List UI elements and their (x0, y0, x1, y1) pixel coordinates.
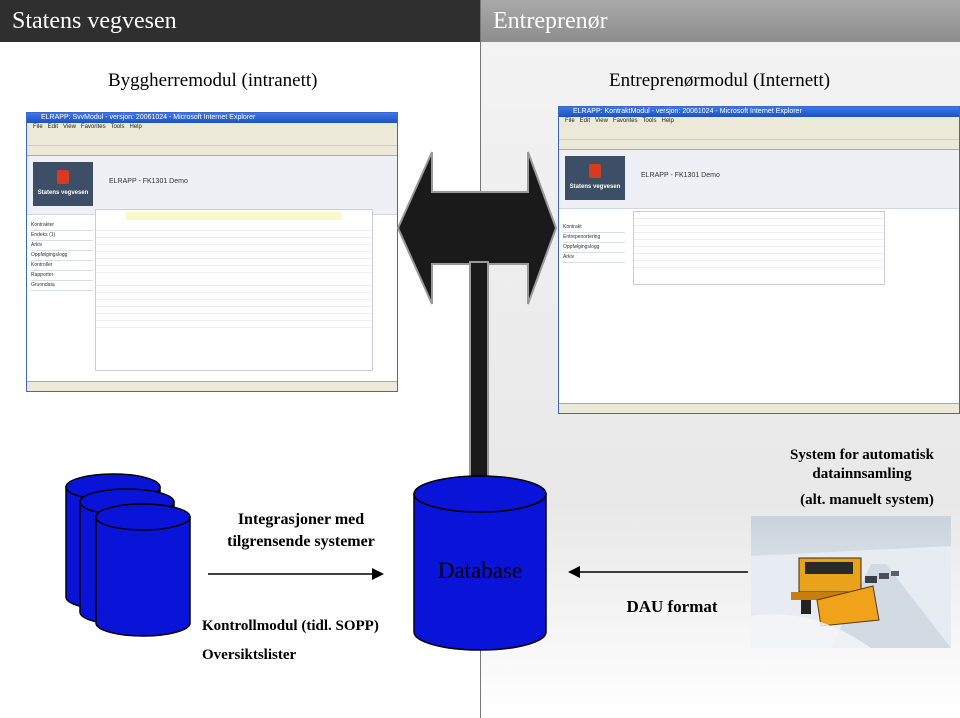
oversikt-label: Oversiktslister (202, 647, 297, 663)
bidirectional-arrow-icon (396, 151, 558, 305)
left-panel: Statens vegvesen Byggherremodul (intrane… (0, 0, 481, 718)
alt-manual-label: (alt. manuelt system) (800, 492, 934, 508)
left-browser-sidebar: Kontrakter Endeks (1) Arkiv Oppfølgingsl… (31, 221, 93, 291)
integration-databases (65, 473, 191, 637)
right-browser-address (559, 140, 959, 150)
right-browser-toolbar (559, 125, 959, 140)
sidebar-item[interactable]: Oppfølgingslogg (563, 243, 625, 253)
right-browser-header: Statens vegvesen ELRAPP - FK1301 Demo (559, 150, 959, 209)
database-cylinder-icon (95, 503, 191, 637)
left-browser-toolbar (27, 131, 397, 146)
sidebar-item[interactable]: Oppfølgingslogg (31, 251, 93, 261)
left-browser-header: Statens vegvesen ELRAPP - FK1301 Demo (27, 156, 397, 215)
left-notice-bar (126, 212, 342, 220)
vertical-connector (469, 261, 489, 495)
right-panel: Entreprenør Entreprenørmodul (Internett)… (481, 0, 960, 718)
sidebar-item[interactable]: Grunndata (31, 281, 93, 291)
arrow-left-icon (568, 566, 580, 578)
right-browser-content (633, 211, 885, 285)
right-logo: Statens vegvesen (565, 156, 625, 200)
right-header: Entreprenør (481, 0, 960, 42)
arrow-right-icon (372, 568, 384, 580)
kontroll-label: Kontrollmodul (tidl. SOPP) (202, 618, 379, 634)
left-browser-address (27, 146, 397, 156)
left-browser-statusbar (27, 381, 397, 391)
sidebar-item[interactable]: Arkiv (31, 241, 93, 251)
integration-label: Integrasjoner med tilgrensende systemer (227, 511, 375, 550)
left-logo: Statens vegvesen (33, 162, 93, 206)
sidebar-item[interactable]: Kontrakter (31, 221, 93, 231)
sidebar-item[interactable]: Kontrakt (563, 223, 625, 233)
right-browser-sidebar: Kontrakt Entrepenortering Oppfølgingslog… (563, 223, 625, 263)
left-browser-screenshot: ELRAPP: SvvModul - versjon: 20061024 - M… (26, 112, 398, 392)
left-module-title: Byggherremodul (intranett) (108, 70, 318, 91)
sidebar-item[interactable]: Kontroller (31, 261, 93, 271)
right-browser-screenshot: ELRAPP: KontraktModul - versjon: 2006102… (558, 106, 960, 414)
central-database-icon (413, 475, 547, 651)
right-browser-statusbar (559, 403, 959, 413)
database-label: Database (437, 558, 523, 583)
sidebar-item[interactable]: Arkiv (563, 253, 625, 263)
right-browser-menu: File Edit View Favorites Tools Help (559, 117, 959, 125)
left-browser-titlebar: ELRAPP: SvvModul - versjon: 20061024 - M… (27, 113, 397, 123)
right-app-name: ELRAPP - FK1301 Demo (641, 172, 720, 179)
auto-collection-label: System for automatisk datainnsamling (790, 447, 934, 482)
sidebar-item[interactable]: Endeks (1) (31, 231, 93, 241)
snowplow-photo (751, 516, 951, 648)
sidebar-item[interactable]: Entrepenortering (563, 233, 625, 243)
left-browser-menu: File Edit View Favorites Tools Help (27, 123, 397, 131)
left-header: Statens vegvesen (0, 0, 480, 42)
dau-format-label: DAU format (626, 597, 718, 616)
sidebar-item[interactable]: Rapporter (31, 271, 93, 281)
left-app-name: ELRAPP - FK1301 Demo (109, 178, 188, 185)
right-module-title: Entreprenørmodul (Internett) (609, 70, 831, 91)
left-browser-content (95, 209, 373, 371)
car-icon (865, 571, 899, 583)
right-browser-titlebar: ELRAPP: KontraktModul - versjon: 2006102… (559, 107, 959, 117)
snowplow-truck-icon (791, 557, 880, 627)
